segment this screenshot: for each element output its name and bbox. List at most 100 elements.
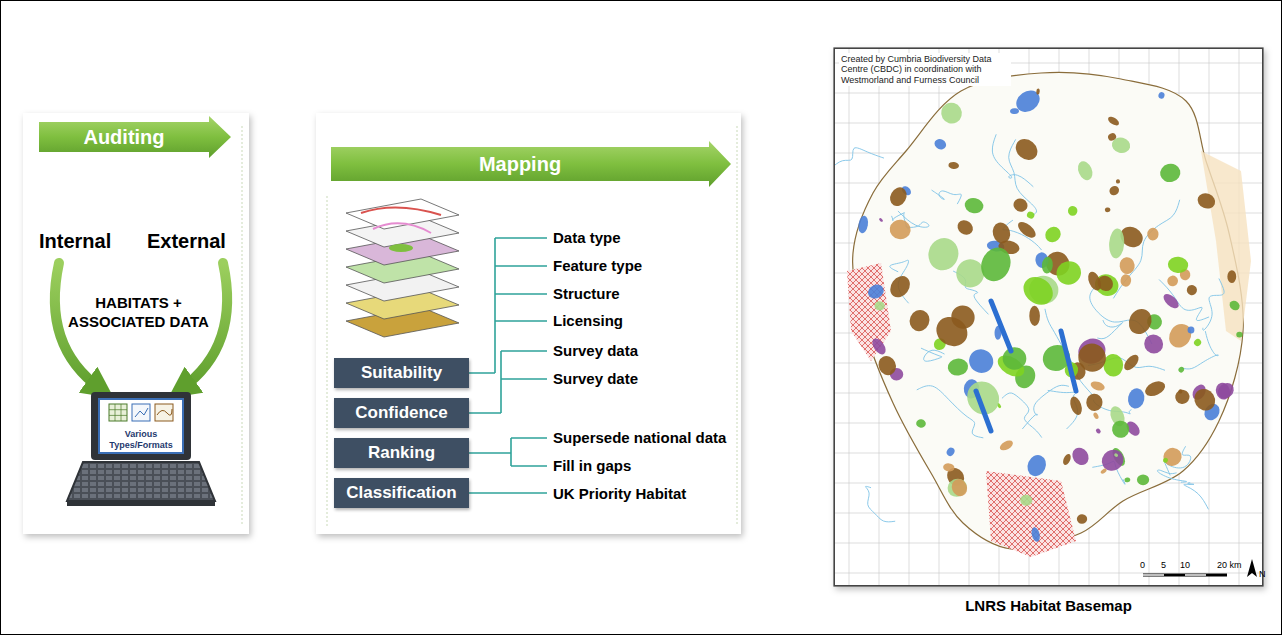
- step-arrow: Auditing: [39, 116, 231, 158]
- habitat-patch: [1019, 494, 1033, 507]
- criterion-label: Structure: [553, 285, 620, 304]
- category-box: Confidence: [334, 398, 469, 428]
- habitat-patch: [888, 218, 911, 240]
- grid-line: [849, 49, 850, 585]
- habitat-patch: [947, 357, 969, 376]
- scale-bar: [1143, 574, 1227, 577]
- habitat-patch: [1186, 284, 1199, 297]
- habitat-patch: [1143, 378, 1168, 399]
- habitat-patch: [963, 196, 985, 215]
- habitat-patch: [870, 336, 889, 357]
- habitat-patch: [1119, 256, 1136, 275]
- file-icons: [107, 403, 177, 423]
- data-label: HABITATS + ASSOCIATED DATA: [66, 294, 211, 332]
- criterion-label: Feature type: [553, 257, 642, 276]
- habitat-patch: [1018, 271, 1058, 310]
- lake: [976, 391, 991, 431]
- habitat-patch: [924, 234, 962, 274]
- map-figure: Created by Cumbria Biodiversity Data Cen…: [834, 48, 1263, 586]
- lake: [1061, 331, 1076, 391]
- river: [1097, 320, 1122, 339]
- river: [866, 486, 896, 521]
- habitat-patch: [948, 161, 959, 169]
- criterion-label: Data type: [553, 229, 621, 248]
- habitat-patch: [1068, 395, 1084, 416]
- habitat-patch: [937, 99, 965, 127]
- habitat-patch: [990, 221, 1012, 246]
- habitat-patch: [1228, 299, 1242, 312]
- habitat-patch: [1147, 228, 1159, 241]
- habitat-patch: [1089, 380, 1105, 393]
- habitat-patch: [878, 217, 883, 222]
- habitat-patch: [1227, 270, 1236, 283]
- habitat-patch: [1158, 91, 1166, 99]
- category-box: Ranking: [334, 438, 469, 468]
- habitat-patch: [1137, 474, 1149, 485]
- habitat-patch: [1167, 256, 1189, 274]
- habitat-patch: [1002, 347, 1026, 370]
- habitat-patch: [1042, 224, 1064, 246]
- category-box: Classification: [334, 478, 469, 508]
- scale-label: 20 km: [1217, 560, 1242, 571]
- habitat-patch: [874, 301, 885, 311]
- habitat-patch: [1165, 273, 1180, 288]
- habitat-patch: [1177, 366, 1185, 374]
- river: [1002, 393, 1042, 438]
- habitat-patch: [1107, 132, 1118, 142]
- river: [1184, 483, 1209, 510]
- habitat-patch: [1086, 270, 1104, 292]
- habitat-patch: [1120, 274, 1132, 288]
- scale-bar: [1185, 574, 1206, 576]
- habitat-patch: [945, 476, 970, 500]
- habitat-patch: [955, 217, 976, 238]
- habitat-patch: [1024, 452, 1049, 479]
- habitat-patch: [1190, 385, 1219, 415]
- habitat-patch: [1162, 457, 1168, 463]
- habitat-patch: [945, 446, 956, 457]
- habitat-patch: [1160, 444, 1186, 469]
- step-arrow: Mapping: [331, 141, 731, 187]
- habitat-patch: [1178, 389, 1183, 394]
- laptop-keyboard: [67, 462, 215, 501]
- boundary-zone: [1201, 151, 1251, 341]
- habitat-patch: [1236, 332, 1243, 338]
- laptop-base: [67, 501, 215, 506]
- arrow-body: [39, 116, 231, 158]
- river: [835, 148, 884, 174]
- habitat-patch: [1103, 354, 1124, 377]
- habitat-patch: [976, 243, 1016, 286]
- habitat-patch: [1140, 331, 1167, 358]
- habitat-patch: [1098, 446, 1128, 475]
- habitat-patch: [1029, 306, 1040, 326]
- habitat-patch: [1077, 514, 1088, 524]
- habitat-patch: [1036, 88, 1040, 94]
- panel-divider: [242, 126, 243, 526]
- criterion-label: Licensing: [553, 312, 623, 331]
- habitat-patch: [998, 439, 1014, 453]
- habitat-patch: [1095, 428, 1102, 435]
- habitat-patch: [866, 282, 886, 301]
- habitat-patch: [1114, 453, 1119, 458]
- lake: [991, 301, 1011, 351]
- habitat-patch: [1092, 412, 1099, 420]
- screen-label: Various Types/Formats: [102, 429, 180, 450]
- river: [1203, 278, 1224, 330]
- scale-bar: [1143, 574, 1164, 576]
- step-title: Mapping: [479, 153, 561, 176]
- arrow-body: [331, 141, 731, 187]
- criterion-label: Survey date: [553, 370, 638, 389]
- habitat-patch: [1068, 206, 1078, 216]
- habitat-patch: [1030, 526, 1041, 542]
- habitat-patch: [1011, 196, 1029, 214]
- layer-detail: [361, 207, 441, 215]
- habitat-patch: [1012, 135, 1042, 165]
- habitat-patch: [1074, 339, 1110, 376]
- habitat-patch: [886, 272, 914, 301]
- criterion-label: Supersede national data: [553, 429, 726, 448]
- habitat-patch: [1026, 210, 1036, 219]
- habitat-patch: [1215, 380, 1237, 402]
- habitat-patch: [1104, 207, 1110, 213]
- habitat-patch: [1195, 191, 1217, 212]
- habitat-patch: [857, 215, 869, 234]
